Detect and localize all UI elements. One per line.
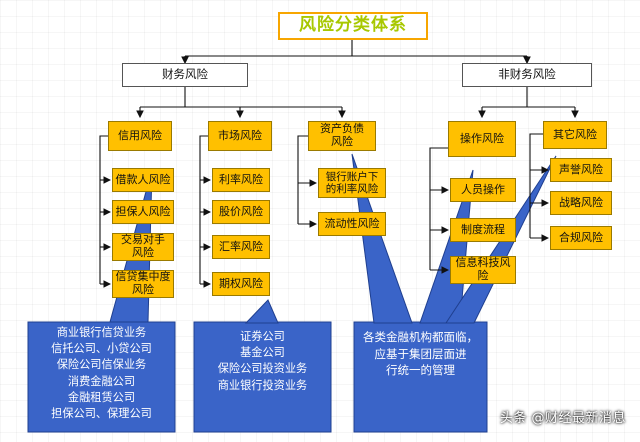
callout-market-pointer <box>244 299 279 324</box>
other-item: 战略风险 <box>550 191 612 215</box>
connectors-top <box>181 40 531 65</box>
market-item: 股价风险 <box>212 200 270 224</box>
connectors-credit <box>99 135 112 288</box>
connectors-other <box>529 133 550 242</box>
callout-group-pointer-ops <box>419 169 474 324</box>
connectors-nonfinancial <box>478 87 579 119</box>
callout-line: 应基于集团层面进 <box>374 346 467 361</box>
category-operational-risk: 操作风险 <box>448 121 516 157</box>
callout-line: 担保公司、保理公司 <box>51 407 152 421</box>
callout-market-text: 证券公司 基金公司 保险公司投资业务 商业银行投资业务 <box>194 329 331 394</box>
callout-line: 消费金融公司 <box>67 374 136 388</box>
callout-line: 保险公司信保业务 <box>56 358 147 372</box>
diagram-title: 风险分类体系 <box>278 12 428 40</box>
callout-line: 商业银行信贷业务 <box>56 326 147 339</box>
connectors-market <box>199 135 212 288</box>
market-item: 汇率风险 <box>212 235 270 259</box>
category-other-risk: 其它风险 <box>543 121 607 149</box>
operational-item: 人员操作 <box>450 178 516 202</box>
callout-line: 各类金融机构都面临， <box>363 330 478 344</box>
connectors-alm <box>297 135 318 228</box>
market-item: 利率风险 <box>212 168 270 192</box>
callout-line: 基金公司 <box>240 346 285 360</box>
alm-item: 银行账户下的利率风险 <box>318 168 386 198</box>
market-item: 期权风险 <box>212 272 270 296</box>
branch-financial: 财务风险 <box>122 63 248 87</box>
operational-item: 制度流程 <box>450 218 516 242</box>
callout-line: 保险公司投资业务 <box>217 362 308 376</box>
watermark: 头条 @财经最新消息 <box>499 411 626 426</box>
callout-line: 商业银行投资业务 <box>217 378 308 392</box>
callout-group-text: 各类金融机构都面临， 应基于集团层面进 行统一的管理 <box>354 329 487 379</box>
callout-line: 证券公司 <box>240 330 285 343</box>
callout-line: 行统一的管理 <box>386 363 455 378</box>
operational-item: 信息科技风险 <box>450 256 516 284</box>
category-credit-risk: 信用风险 <box>108 121 172 151</box>
other-item: 合规风险 <box>550 226 612 250</box>
credit-item: 交易对手风险 <box>112 233 174 261</box>
connectors-financial <box>136 87 346 119</box>
credit-item: 担保人风险 <box>112 200 174 224</box>
category-alm-risk: 资产负债风险 <box>308 121 376 151</box>
callout-line: 金融租赁公司 <box>67 390 136 404</box>
credit-item: 信贷集中度风险 <box>112 270 174 298</box>
connectors-operational <box>429 147 452 274</box>
branch-non-financial: 非财务风险 <box>462 63 592 87</box>
other-item: 声誉风险 <box>550 158 612 182</box>
alm-item: 流动性风险 <box>318 212 386 236</box>
credit-item: 借款人风险 <box>112 168 174 192</box>
callout-line: 信托公司、小贷公司 <box>51 342 152 356</box>
callout-market-institutions <box>193 321 332 433</box>
category-market-risk: 市场风险 <box>208 121 272 151</box>
callout-credit-text: 商业银行信贷业务 信托公司、小贷公司 保险公司信保业务 消费金融公司 金融租赁公… <box>28 325 175 422</box>
